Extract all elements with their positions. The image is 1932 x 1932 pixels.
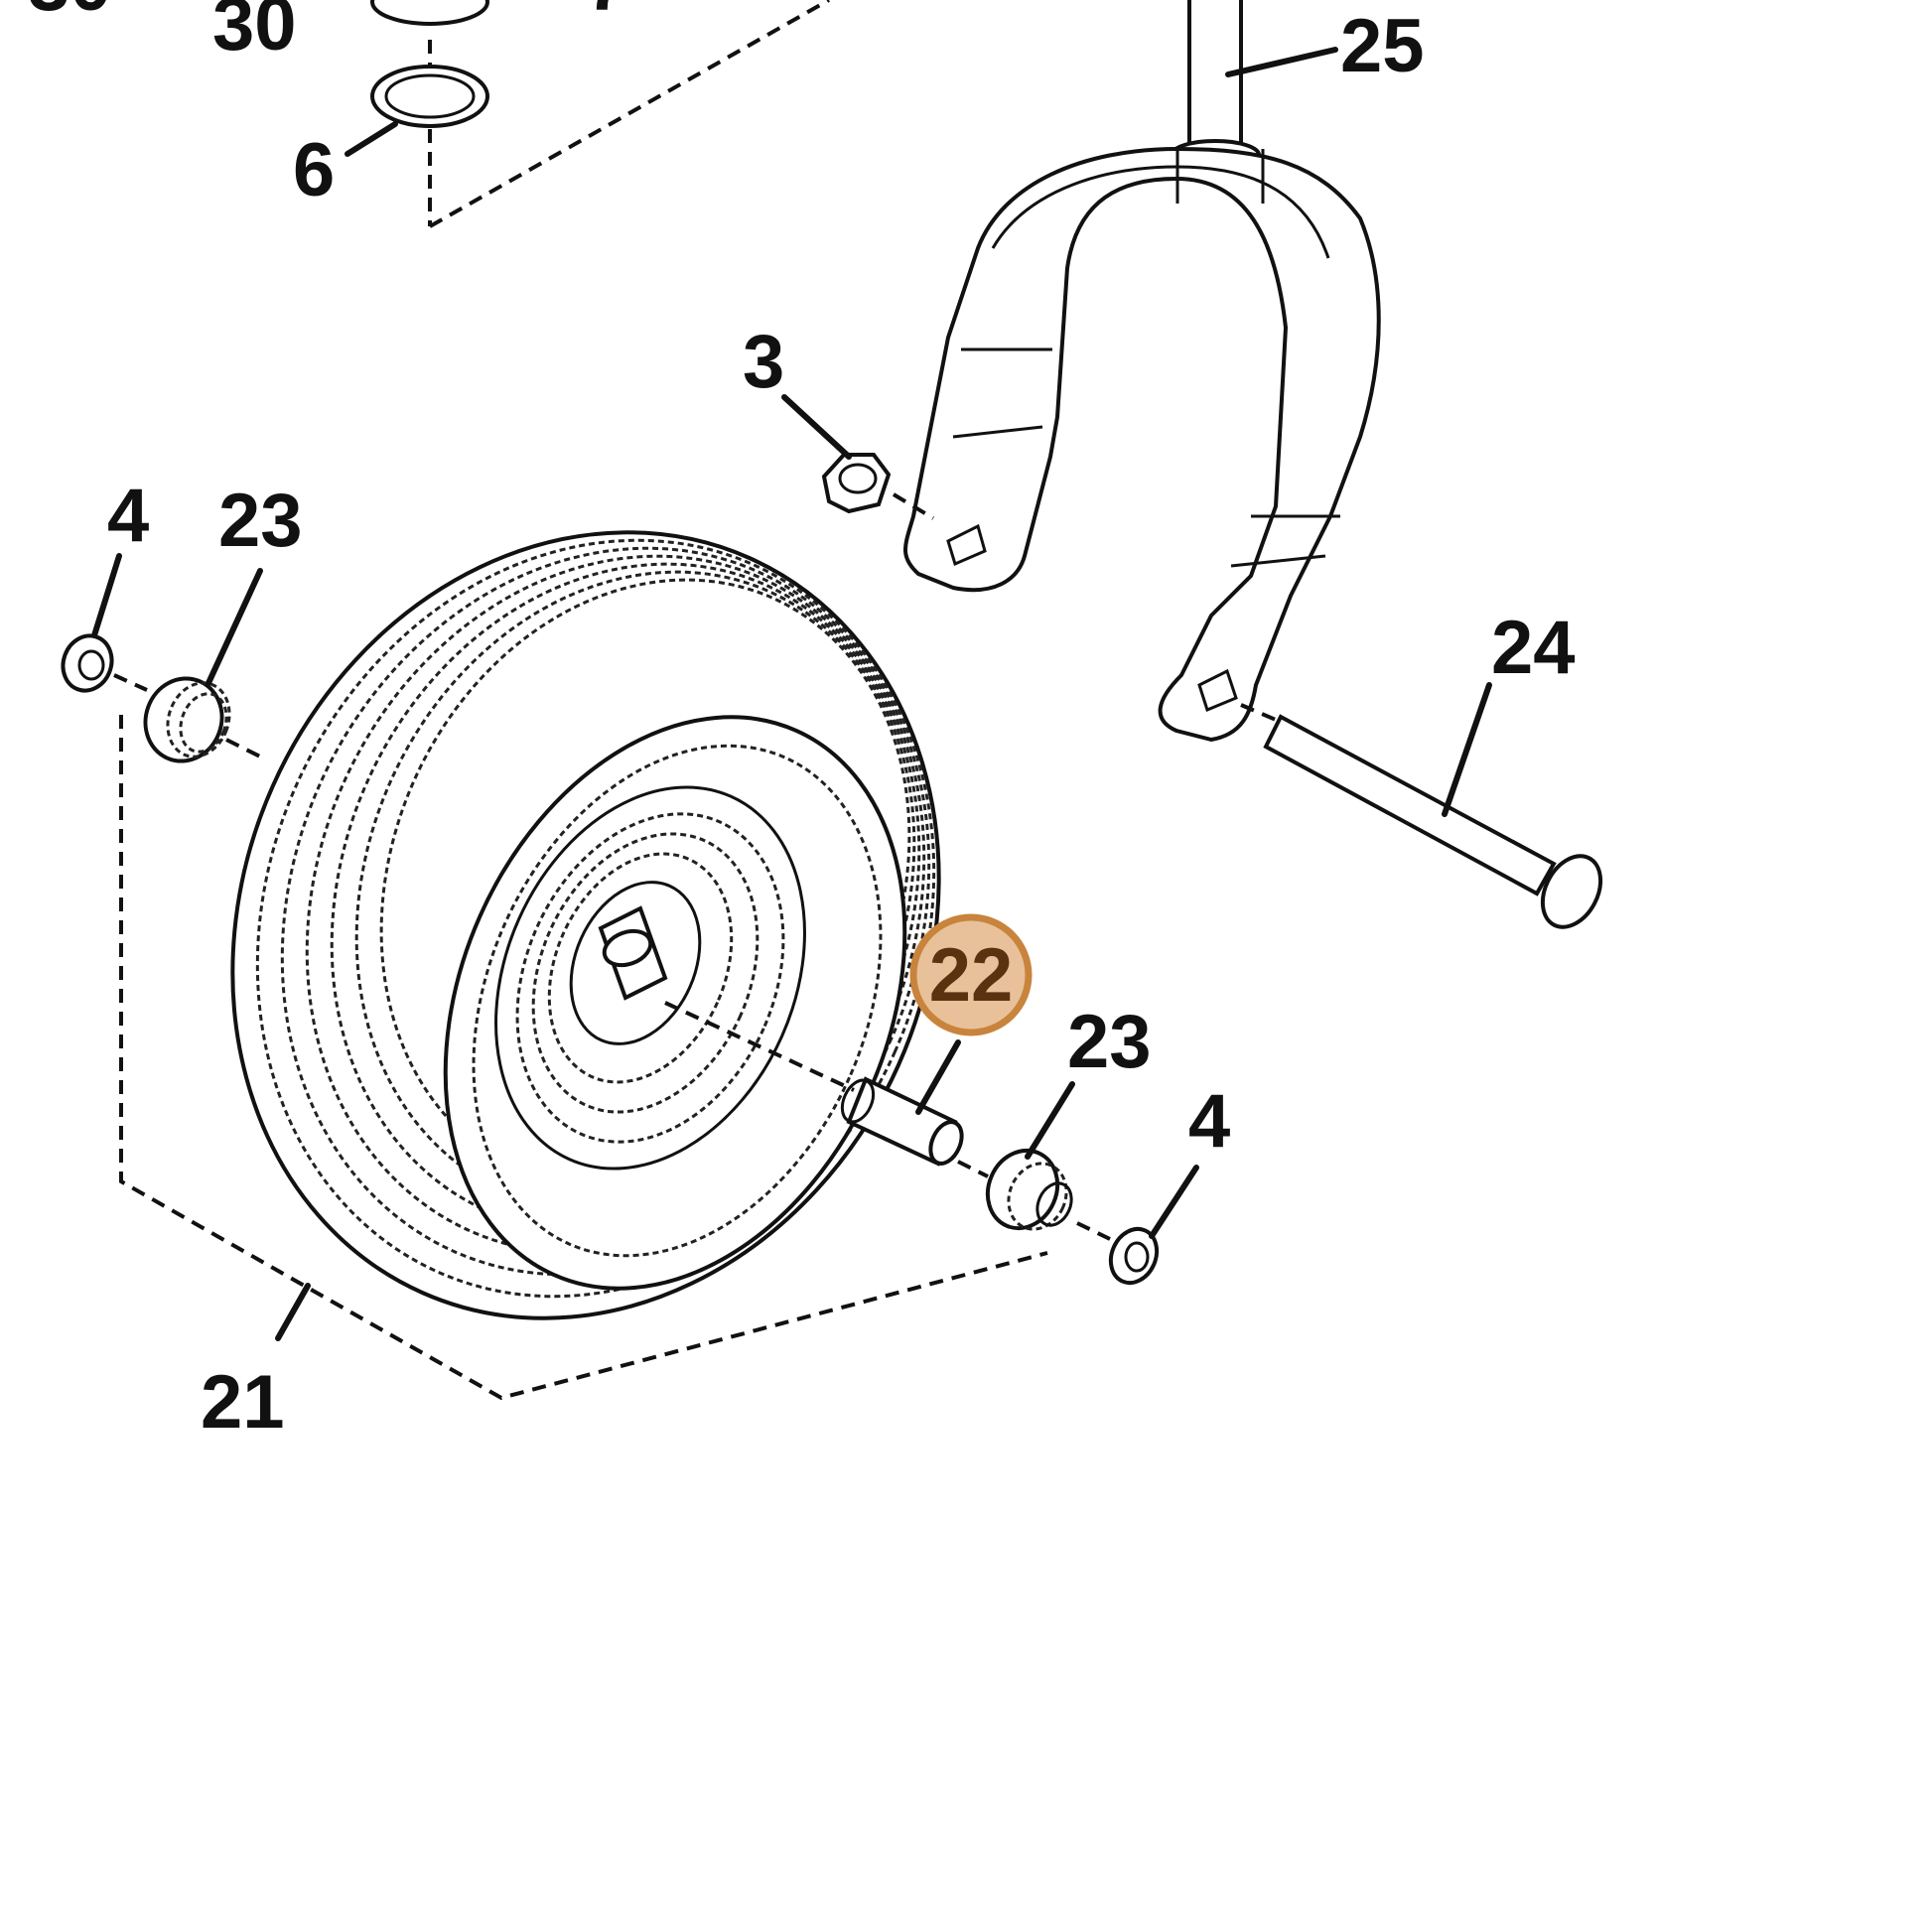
callouts: 30 30 7 6 25 3 4 23 24 22 23 4 21 (28, 0, 1576, 1445)
washer-inner-ring (384, 73, 476, 119)
callout-21[interactable]: 21 (201, 1360, 285, 1445)
leader-lines (91, 47, 1492, 1341)
nut-part-3 (821, 453, 935, 520)
fork-hole-left (946, 523, 987, 567)
seal-part-30 (370, 0, 489, 26)
spacer-part-22 (664, 1001, 964, 1167)
dashed-assembly-line-top (429, 0, 830, 228)
assembly-bracket-21 (119, 715, 1048, 1401)
callout-30-top[interactable]: 30 (28, 0, 112, 27)
nut-part-4-right (1076, 1221, 1160, 1286)
bearing-part-23-left (143, 676, 231, 763)
fork-hole-right (1197, 668, 1238, 713)
bolt-part-24 (1240, 703, 1603, 929)
bearing-part-23-right (957, 1148, 1073, 1231)
wheel-rim (494, 785, 806, 1171)
callout-4-right[interactable]: 4 (1188, 1079, 1230, 1164)
callout-4-left[interactable]: 4 (107, 474, 149, 558)
callout-30[interactable]: 30 (212, 0, 297, 67)
callout-23-left[interactable]: 23 (218, 479, 303, 563)
callout-7[interactable]: 7 (586, 0, 627, 27)
callout-24[interactable]: 24 (1491, 606, 1576, 690)
callout-22[interactable]: 22 (929, 933, 1014, 1018)
highlight-circle (909, 913, 1033, 1036)
kingpin-part-25 (1170, 0, 1261, 171)
nut-part-4-left (61, 633, 261, 759)
callout-25[interactable]: 25 (1340, 4, 1425, 88)
seal-assembly-top (370, 0, 830, 228)
caster-fork (903, 146, 1381, 743)
wheel-assembly-part-21 (119, 530, 1048, 1401)
callout-6[interactable]: 6 (293, 128, 335, 212)
callout-22-highlighted[interactable]: 22 (909, 913, 1033, 1036)
callout-23-right[interactable]: 23 (1067, 1000, 1152, 1084)
callout-3[interactable]: 3 (743, 320, 784, 404)
